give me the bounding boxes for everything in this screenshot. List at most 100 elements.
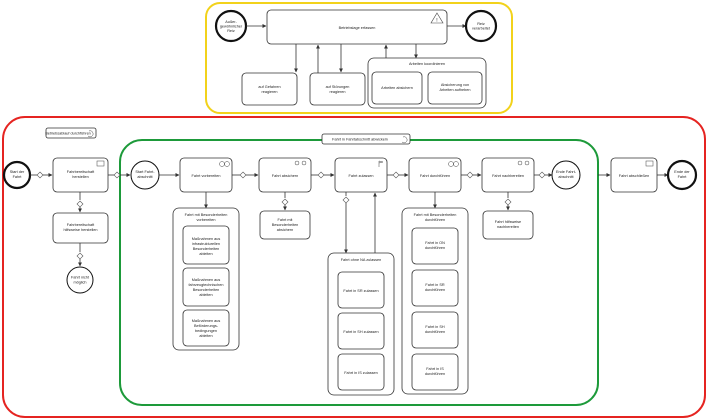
fa-2: nachbereiten (497, 225, 519, 229)
mi-4: ableiten (199, 252, 212, 256)
fa-1: Fahrt hilfsweise (495, 220, 521, 224)
aux-1: Fahrbereitschaft (67, 223, 95, 227)
exec-is-box[interactable] (411, 353, 459, 391)
op-group-tab[interactable] (45, 127, 97, 139)
plan-label: Fahrt vorbereiten (192, 174, 221, 178)
red-pool (2, 116, 706, 418)
mt-2: Beförderungs- (194, 324, 219, 328)
works-cancel-2: Arbeiten aufheben (439, 88, 470, 92)
finish-label: Fahrt abschließen (619, 174, 649, 178)
exec-sh-1: Fahrt in SH (425, 325, 444, 329)
mv-4: ableiten (199, 293, 212, 297)
react-disturbance-box[interactable] (241, 72, 298, 106)
prepare-1: Fahrbereitschaft (67, 170, 95, 174)
aux-2: hilfsweise herstellen (64, 228, 98, 232)
permit-is-box[interactable] (337, 353, 385, 391)
ss-3: absichern (277, 228, 293, 232)
extra-event-label-1: Außer- (225, 20, 237, 24)
start-trip-2: Fahrt (13, 175, 23, 179)
permit-sr-label: Fahrt in SR zulassen (343, 289, 378, 293)
permit-is-label: Fahrt in IS zulassen (344, 371, 378, 375)
exec-sr-box[interactable] (411, 269, 459, 307)
exec-sh-box[interactable] (411, 311, 459, 349)
mv-2: fahrzeugtechnischen (188, 283, 223, 287)
works-secure-label: Arbeiten absichern (381, 86, 413, 90)
trip-special-2: vorbereiten (197, 218, 216, 222)
start-trip-1: Start der (10, 170, 25, 174)
react-disturbance-2: reagieren (261, 90, 277, 94)
not-possible-event (66, 266, 94, 294)
exec-is-2: durchführen (425, 372, 445, 376)
not-possible-2: möglich (73, 281, 86, 285)
mv-1: Maßnahmen aus (192, 278, 221, 282)
flag-icon (378, 160, 384, 167)
warning-icon (430, 12, 444, 24)
end-trip-1: Ende der (674, 170, 690, 174)
exec-is-1: Fahrt in IS (426, 367, 444, 371)
gear-icon-2 (448, 161, 459, 167)
measure-transport-box[interactable] (182, 309, 230, 347)
users-icon (294, 160, 307, 166)
trip-special-1: Fahrt mit Besonderheiten (185, 213, 228, 217)
ss-2: Besonderheiten (272, 223, 299, 227)
end-event-reacted (464, 9, 498, 43)
permit-group-label: Fahrt ohne NA zulassen (341, 258, 382, 262)
loop-icon (87, 130, 94, 138)
awareness-label: Betriebslage erfassen (339, 26, 376, 30)
works-cancel-box[interactable] (427, 71, 483, 105)
gear-icon (219, 161, 230, 167)
message-icon (96, 160, 105, 167)
extra-event-label-3: Reiz (227, 29, 235, 33)
start-section-2: abschnitt (137, 175, 153, 179)
mi-1: Maßnahmen aus (192, 237, 221, 241)
route-group-tab[interactable] (321, 133, 411, 145)
follow-label: Fahrt nachbereiten (492, 174, 524, 178)
extra-event-label-2: gewöhnlicher (220, 25, 243, 29)
start-section-1: Start Fahrt- (135, 170, 155, 174)
secure-special-box[interactable] (259, 210, 311, 240)
mt-1: Maßnahmen aus (192, 319, 221, 323)
reacted-label-1: Reiz (477, 22, 485, 26)
ss-1: Fahrt mit (278, 218, 294, 222)
measure-vehicle-box[interactable] (182, 267, 230, 307)
react-incidents-2: reagieren (329, 90, 345, 94)
awareness-box[interactable] (266, 9, 448, 45)
execute-label: Fahrt durchführen (420, 174, 450, 178)
exec-sr-2: durchführen (425, 288, 445, 292)
end-trip-2: Fahrt (678, 175, 688, 179)
svg-text:!: ! (436, 18, 437, 24)
loop-icon-2 (401, 136, 408, 144)
react-disturbance-1: auf Gefahren (258, 85, 280, 89)
exec-sh-2: durchführen (425, 330, 445, 334)
message-icon-2 (645, 160, 654, 167)
mi-2: infrastrukturellen (192, 242, 220, 246)
exec-sr-1: Fahrt in SR (425, 283, 444, 287)
yellow-pool (205, 2, 513, 114)
exec-on-box[interactable] (411, 227, 459, 265)
end-section-event (551, 160, 581, 190)
exec-group-2: durchführen (425, 218, 445, 222)
permit-sh-label: Fahrt in SH zulassen (343, 330, 378, 334)
route-group-label: Fahrt in Fahrtabschnitt abwickeln (332, 138, 388, 142)
exec-group-1: Fahrt mit Besonderheiten (414, 213, 457, 217)
measure-infra-box[interactable] (182, 225, 230, 265)
users-icon-2 (517, 160, 530, 166)
works-secure-box[interactable] (371, 71, 423, 105)
not-possible-1: Fahrt nicht (71, 276, 90, 280)
permit-sr-box[interactable] (337, 271, 385, 309)
works-container-label: Arbeiten koordinieren (409, 62, 445, 66)
works-cancel-1: Absicherung von (441, 83, 469, 87)
end-section-2: abschnitt (558, 175, 574, 179)
mv-3: Besonderheiten (193, 288, 220, 292)
end-section-1: Ende Fahrt- (556, 170, 577, 174)
op-group-label: Betriebsablauf durchführen (45, 132, 91, 136)
reacted-label-2: verarbeitet (472, 27, 491, 31)
permit-label: Fahrt zulassen (349, 174, 374, 178)
follow-aux-box[interactable] (482, 210, 534, 240)
aux-box[interactable] (52, 212, 109, 244)
react-incidents-box[interactable] (309, 72, 366, 106)
prepare-2: herstellen (72, 175, 88, 179)
exec-on-1: Fahrt in ON (425, 241, 445, 245)
permit-sh-box[interactable] (337, 312, 385, 350)
